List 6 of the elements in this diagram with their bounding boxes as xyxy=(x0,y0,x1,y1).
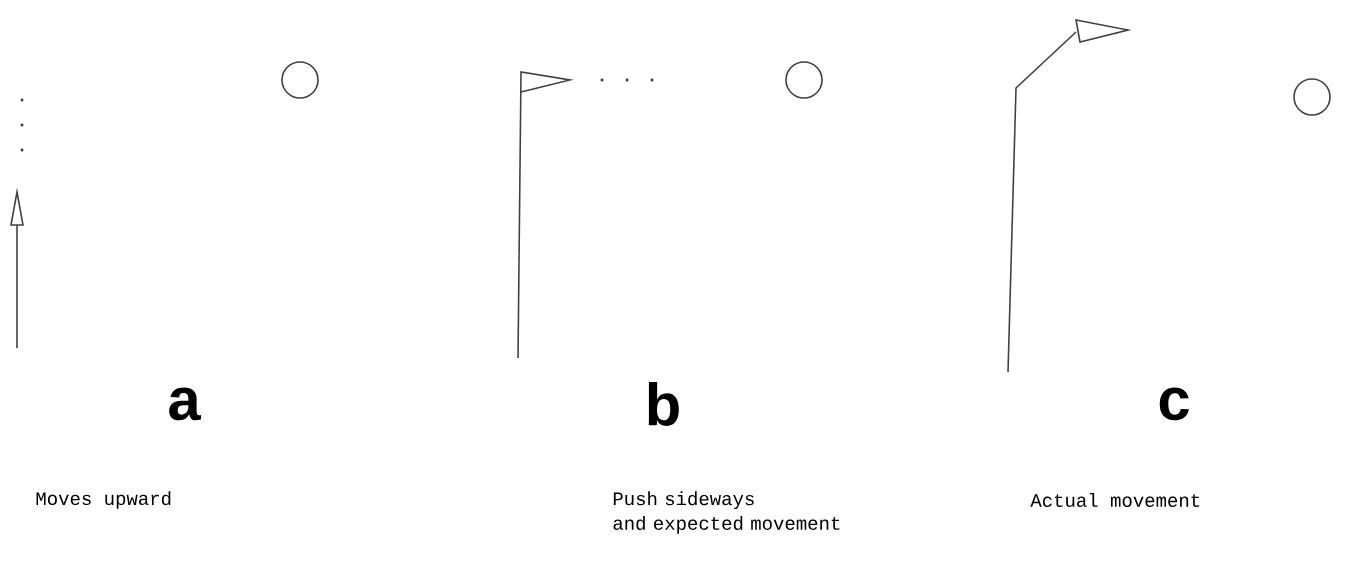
caption: Push sideways and expected movement xyxy=(613,491,840,534)
panel-letter: c xyxy=(1159,387,1189,421)
caption: Actual movement xyxy=(1030,493,1200,507)
panel-letter: a xyxy=(169,387,201,421)
caption: Moves upward xyxy=(36,491,171,509)
panel-letter: b xyxy=(648,382,679,426)
